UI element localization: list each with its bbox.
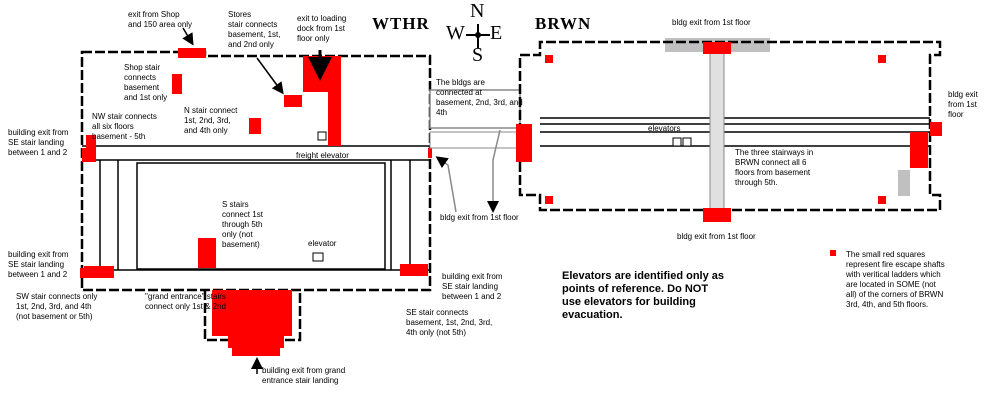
loading-dock-ramp <box>328 92 341 146</box>
loading-dock-stair <box>303 56 341 92</box>
brwn-title: BRWN <box>535 14 592 33</box>
stores-stair <box>284 95 302 107</box>
se-stair <box>400 264 428 276</box>
shop-stair <box>172 74 182 94</box>
label-s-stairs: S stairs connect 1st through 5th only (n… <box>222 200 263 249</box>
ladder-shaft-se <box>878 196 886 204</box>
label-bldg-exit-se-upper: building exit from SE stair landing betw… <box>8 128 69 157</box>
grand-stair-step <box>228 336 284 348</box>
legend-square <box>830 250 836 256</box>
ladder-shaft-nw <box>545 55 553 63</box>
shop-exit-stair <box>178 48 206 58</box>
label-sw-stair: SW stair connects only 1st, 2nd, 3rd, an… <box>16 292 98 321</box>
label-elevators: elevators <box>648 124 681 133</box>
compass-cross-icon <box>466 24 490 48</box>
brwn-north-exit <box>703 42 731 54</box>
compass-north: N <box>470 0 485 22</box>
label-bldg-exit-1st-right: bldg exit from 1st floor <box>948 90 978 119</box>
exit-upper-left <box>82 148 96 162</box>
compass-east: E <box>490 22 503 44</box>
legend-text: The small red squares represent fire esc… <box>846 250 945 309</box>
label-elevator: elevator <box>308 239 337 248</box>
label-nw-stair: NW stair connects all six floors basemen… <box>92 112 157 141</box>
label-brwn-stairways: The three stairways in BRWN connect all … <box>735 148 814 187</box>
wthr-stairs <box>80 48 432 356</box>
label-bldg-exit-1st-mid: bldg exit from 1st floor <box>440 213 519 222</box>
label-bldg-exit-grand: building exit from grand entrance stair … <box>262 366 346 385</box>
label-exit-loading: exit to loading dock from 1st floor only <box>297 14 347 43</box>
label-stores-stair: Stores stair connects basement, 1st, and… <box>228 10 281 49</box>
wthr-title: WTHR <box>372 14 430 33</box>
elevators-note: Elevators are identified only as points … <box>562 270 725 321</box>
brwn-south-exit <box>703 208 731 222</box>
brwn-stairs <box>516 42 942 256</box>
n-stair <box>249 118 261 134</box>
brwn-east-exit <box>930 122 942 136</box>
s-stair <box>198 238 216 268</box>
sw-exit <box>80 268 92 278</box>
label-connected: The bldgs are connected at basement, 2nd… <box>436 78 523 117</box>
label-bldg-exit-1st-bottom: bldg exit from 1st floor <box>677 232 756 241</box>
compass-west: W <box>446 22 465 44</box>
brwn-east-stair <box>910 132 928 168</box>
arrows <box>182 27 501 374</box>
connector-stair <box>428 148 432 158</box>
ladder-shaft-ne <box>878 55 886 63</box>
label-bldg-exit-sw-left: building exit from SE stair landing betw… <box>8 250 69 279</box>
brwn-west-stair <box>516 124 532 162</box>
label-freight-elevator: freight elevator <box>296 151 349 160</box>
label-shop-stair: Shop stair connects basement and 1st onl… <box>124 63 168 102</box>
label-bldg-exit-1st-top: bldg exit from 1st floor <box>672 18 751 27</box>
grand-stair-main <box>212 290 292 336</box>
compass: N W E S <box>440 0 520 70</box>
label-exit-shop: exit from Shop and 150 area only <box>128 10 193 29</box>
compass-south: S <box>472 44 484 66</box>
label-bldg-exit-se-right: building exit from SE stair landing betw… <box>442 272 503 301</box>
label-se-stair: SE stair connects basement, 1st, 2nd, 3r… <box>406 308 493 337</box>
label-grand-entrance: "grand entrance" stairs connect only 1st… <box>145 292 226 311</box>
nw-stair <box>86 135 96 159</box>
brwn-building <box>518 38 942 212</box>
ladder-shaft-sw <box>545 196 553 204</box>
grand-stair-landing <box>232 348 280 356</box>
label-n-stair: N stair connect 1st, 2nd, 3rd, and 4th o… <box>184 106 238 135</box>
